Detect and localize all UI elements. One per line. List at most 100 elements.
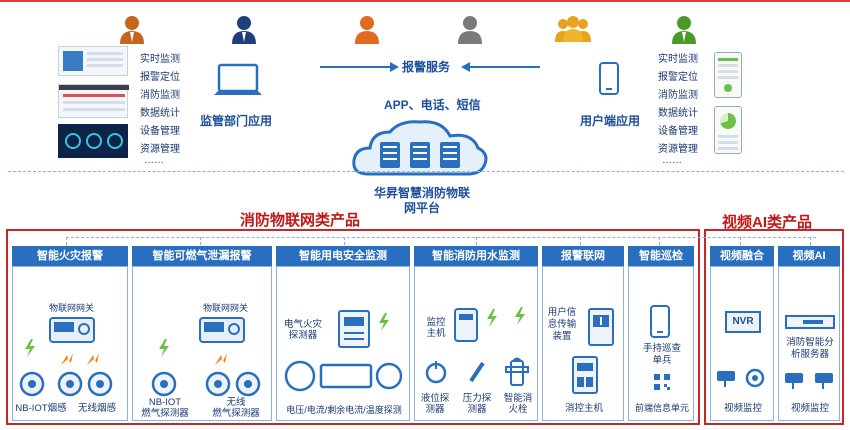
product-header-fire: 智能火灾报警: [12, 246, 128, 266]
product-panel-video-ai: 消防智能分 析服务器 视频监控: [778, 266, 840, 421]
transmit-device-label-line2: 息传输: [547, 319, 577, 330]
group-users-icon: [555, 16, 591, 42]
admin-user-icon: [120, 16, 144, 44]
channels-label: APP、电话、短信: [384, 98, 481, 112]
right-menu-item: 报警定位: [658, 72, 698, 83]
signal-icon: [87, 353, 99, 365]
level-sensor-label-line2: 测器: [425, 404, 445, 415]
dashboard-screenshot-2: [58, 84, 129, 118]
transmit-device-label-line1: 用户信: [547, 307, 577, 318]
arrow-right-icon: [320, 62, 399, 72]
transmit-device-label-line3: 装置: [552, 331, 572, 342]
dashboard-screenshot-1: [58, 46, 128, 76]
dashboard-screenshot-3: [58, 124, 128, 158]
product-panel-patrol: 手持巡查 单兵 前端信息单元: [628, 266, 694, 421]
cloud-platform-icon: [352, 120, 488, 176]
separator-line: [8, 171, 844, 172]
wireless-gas-label-line1: 无线: [226, 397, 246, 408]
product-header-water: 智能消防用水监测: [414, 246, 538, 266]
connector-line: [66, 237, 816, 238]
electric-caption: 电压/电流/剩余电流/温度探测: [286, 405, 402, 415]
left-menu-item: 报警定位: [140, 72, 180, 83]
fire-hydrant-icon: [505, 357, 529, 386]
operator-user-icon: [355, 16, 379, 44]
connector-line: [66, 237, 67, 245]
signal-icon: [487, 309, 497, 327]
platform-name-line1: 华昇智慧消防物联: [373, 186, 470, 200]
laptop-icon: [214, 63, 262, 95]
front-unit-label: 前端信息单元: [634, 403, 689, 413]
control-host-label: 消控主机: [564, 403, 603, 414]
connector-line: [740, 237, 741, 245]
level-sensor-icon: [425, 361, 447, 384]
gateway-device-icon: [199, 317, 245, 343]
connector-line: [476, 237, 477, 245]
video-monitor-label: 视频监控: [790, 403, 829, 414]
camera-icon: [717, 368, 765, 388]
product-header-patrol: 智能巡检: [628, 246, 694, 266]
connector-line: [344, 237, 345, 245]
connector-line: [810, 237, 811, 245]
right-menu-item: 消防监测: [658, 90, 698, 101]
left-menu-item: 数据统计: [140, 108, 180, 119]
product-panel-video-fusion: NVR 视频监控: [710, 266, 774, 421]
electric-detector-label-line2: 探测器: [288, 330, 318, 341]
analysis-server-label-line1: 消防智能分: [786, 337, 834, 348]
product-panel-water: 监控 主机 液位探 测器 压力探 测器 智能消 火栓: [414, 266, 538, 421]
wireless-gas-label-line2: 燃气探测器: [212, 408, 260, 419]
ai-group-title: 视频AI类产品: [722, 214, 813, 231]
gas-detector-icon: [235, 371, 261, 397]
nb-gas-label-line2: 燃气探测器: [141, 408, 189, 419]
product-header-gas: 智能可燃气泄漏报警: [132, 246, 272, 266]
handset-label-line1: 手持巡查: [642, 343, 681, 354]
monitor-host-icon: [454, 308, 478, 342]
right-app-label: 用户端应用: [580, 114, 641, 128]
signal-icon: [159, 339, 169, 357]
level-sensor-label-line1: 液位探: [420, 393, 450, 404]
signal-icon: [215, 353, 227, 365]
left-menu-item: 设备管理: [140, 126, 180, 137]
left-menu-item: 资源管理: [140, 144, 180, 155]
product-header-video-fusion: 视频融合: [710, 246, 774, 266]
electric-detector-label-line1: 电气火灾: [283, 319, 322, 330]
smoke-detector-icon: [57, 371, 83, 397]
signal-icon: [61, 353, 73, 365]
connector-line: [200, 237, 201, 245]
left-menu-item: ……: [144, 155, 164, 166]
product-panel-electric: 电气火灾 探测器 电压/电流/剩余电流/温度探测: [276, 266, 410, 421]
staff-user-icon: [458, 16, 482, 44]
nb-gas-label-line1: NB-IOT: [148, 397, 182, 408]
product-header-alarm-network: 报警联网: [542, 246, 624, 266]
hydrant-label-line1: 智能消: [503, 393, 533, 404]
top-border: [0, 0, 850, 2]
product-panel-fire: 物联网网关 NB-IOT烟感 无线烟感: [12, 266, 128, 421]
phone-screenshot-1: [714, 52, 742, 98]
gateway-label: 物联网网关: [203, 303, 249, 313]
connector-line: [580, 237, 581, 245]
monitor-host-label-line1: 监控: [426, 317, 446, 328]
wireless-smoke-label: 无线烟感: [77, 403, 116, 414]
gateway-label: 物联网网关: [49, 303, 95, 313]
handset-label-line2: 单兵: [652, 355, 672, 366]
camera-icon: [785, 373, 833, 389]
right-menu-item: 资源管理: [658, 144, 698, 155]
smoke-detector-icon: [87, 371, 113, 397]
video-monitor-label: 视频监控: [723, 403, 762, 414]
platform-name-line2: 网平台: [403, 201, 440, 215]
signal-icon: [515, 307, 525, 325]
product-panel-gas: 物联网网关 NB-IOT 燃气探测器 无线 燃气探测器: [132, 266, 272, 421]
right-menu-item: ……: [662, 155, 682, 166]
pressure-sensor-label-line2: 测器: [467, 404, 487, 415]
alarm-service-label: 报警服务: [402, 60, 451, 74]
monitor-host-label-line2: 主机: [426, 328, 446, 339]
analysis-server-icon: [785, 315, 835, 329]
product-header-video-ai: 视频AI: [778, 246, 840, 266]
hydrant-label-line2: 火栓: [508, 404, 528, 415]
mobile-phone-icon: [599, 62, 619, 95]
ai-group-box: [704, 229, 844, 425]
phone-screenshot-2: [714, 106, 742, 154]
arrow-left-icon: [461, 62, 540, 72]
gas-detector-icon: [205, 371, 231, 397]
product-panel-alarm-network: 用户信 息传输 装置 消控主机: [542, 266, 624, 421]
gas-detector-icon: [151, 371, 177, 397]
